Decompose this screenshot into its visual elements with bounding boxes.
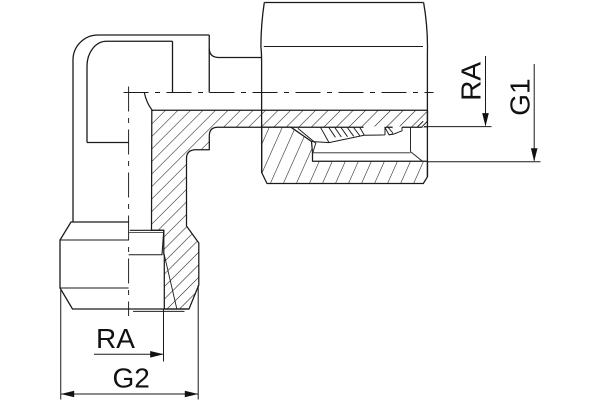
svg-text:G2: G2 <box>113 363 150 394</box>
svg-text:RA: RA <box>96 323 135 354</box>
svg-text:G1: G1 <box>505 78 536 115</box>
svg-text:RA: RA <box>456 62 487 101</box>
